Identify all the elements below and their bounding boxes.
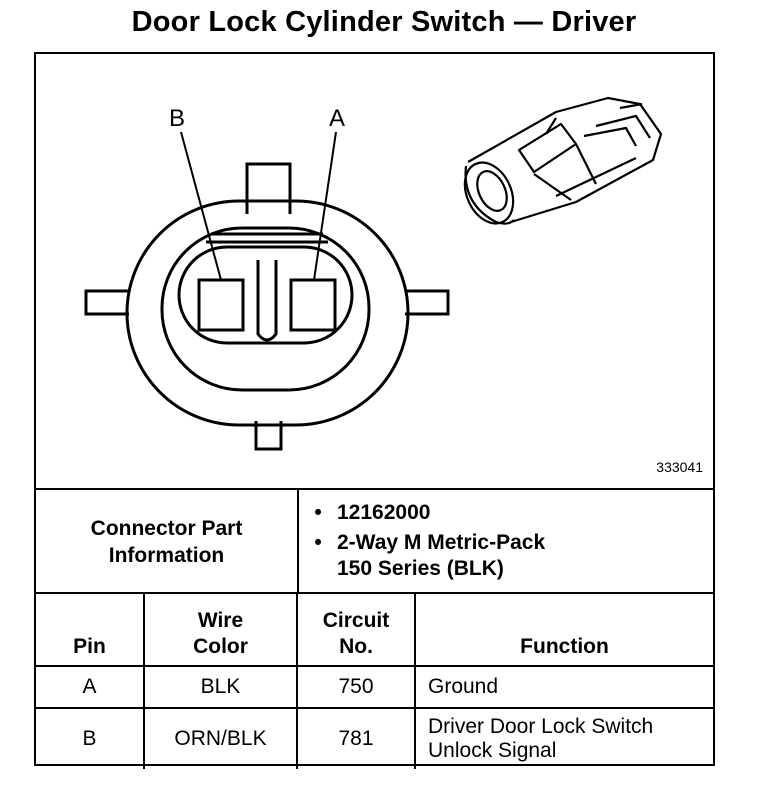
part-number-item: • 12162000 — [299, 500, 545, 526]
page-title: Door Lock Cylinder Switch — Driver — [131, 6, 637, 38]
connector-part-info: Connector Part Information • 12162000 • … — [36, 488, 713, 594]
header-function: Function — [414, 594, 713, 667]
description-item: • 2-Way M Metric-Pack 150 Series (BLK) — [299, 530, 545, 582]
connector-3d-drawing-icon — [463, 96, 663, 225]
connector-info-details: • 12162000 • 2-Way M Metric-Pack 150 Ser… — [299, 500, 545, 586]
pin-label-a: A — [329, 105, 345, 132]
diagram-frame: B A 333041 Connector Part Infor — [34, 52, 715, 769]
connector-info-label-line2: Information — [108, 544, 225, 567]
part-number: 12162000 — [337, 501, 431, 524]
bullet: • — [314, 531, 322, 554]
description-line2: 150 Series (BLK) — [337, 557, 504, 580]
connector-info-label: Connector Part Information — [36, 490, 299, 594]
cell-wire-color: BLK — [143, 665, 298, 709]
cell-circuit-no: 750 — [296, 665, 416, 709]
cell-pin: B — [36, 707, 145, 769]
description-line1: 2-Way M Metric-Pack — [337, 531, 546, 554]
table-row: A BLK 750 Ground — [36, 665, 713, 709]
cell-pin: A — [36, 665, 145, 709]
connector-face-diagram-icon: B A — [84, 96, 663, 451]
header-pin: Pin — [36, 594, 145, 667]
bullet: • — [314, 501, 322, 524]
connector-info-label-line1: Connector Part — [90, 517, 243, 540]
cell-wire-color: ORN/BLK — [143, 707, 298, 769]
figure-id: 333041 — [656, 459, 703, 475]
cell-circuit-no: 781 — [296, 707, 416, 769]
cell-function: Ground — [414, 665, 713, 709]
connector-diagram-area: B A 333041 — [36, 54, 713, 488]
pin-label-b: B — [169, 105, 185, 132]
